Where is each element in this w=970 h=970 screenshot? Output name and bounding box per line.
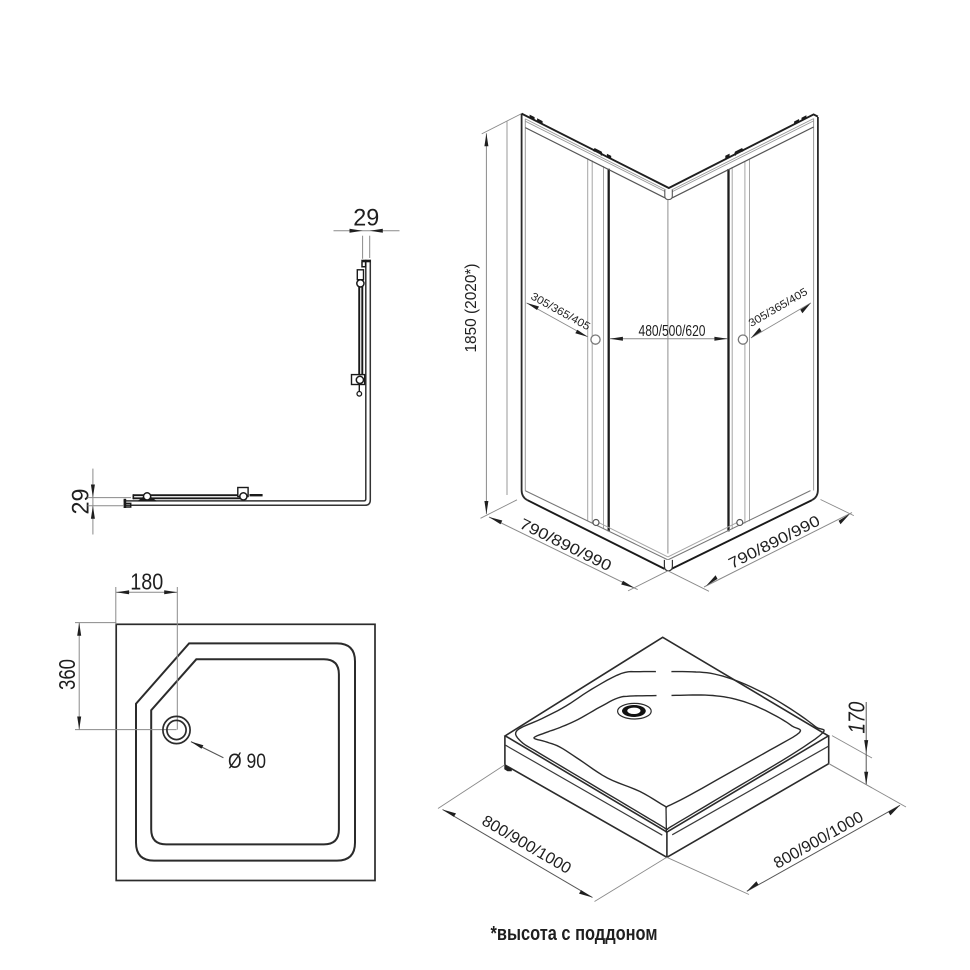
svg-text:Ø 90: Ø 90 <box>228 750 266 773</box>
svg-text:360: 360 <box>54 659 80 690</box>
svg-text:29: 29 <box>353 205 379 232</box>
svg-text:180: 180 <box>130 569 163 595</box>
svg-text:29: 29 <box>68 489 95 515</box>
svg-text:1850 (2020*): 1850 (2020*) <box>463 264 480 353</box>
svg-text:170: 170 <box>844 702 870 734</box>
svg-text:480/500/620: 480/500/620 <box>639 323 706 340</box>
svg-text:*высота с поддоном: *высота с поддоном <box>491 923 658 945</box>
